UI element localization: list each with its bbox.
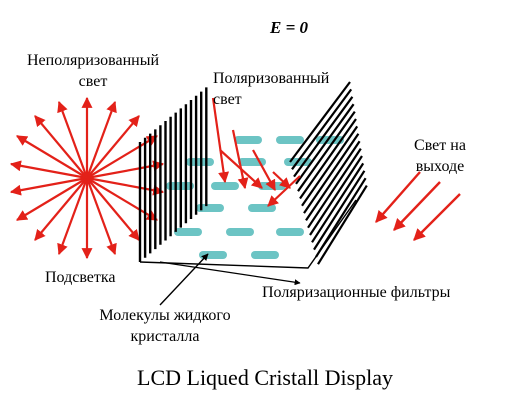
- lc-molecule: [248, 204, 276, 212]
- polarized-light-arrows: [211, 97, 301, 207]
- unpolarized-ray-arrow: [85, 100, 117, 179]
- lc-molecule: [174, 228, 202, 236]
- label-polarized-light: Поляризованный свет: [213, 68, 329, 110]
- unpolarized-ray-arrow: [34, 177, 88, 241]
- lc-molecule: [196, 204, 224, 212]
- output-ray-arrow: [413, 193, 461, 241]
- label-output-line2: выходе: [415, 158, 465, 175]
- polarized-ray-arrow: [211, 97, 230, 184]
- lc-molecule: [226, 228, 254, 236]
- polarizer-line-back: [311, 162, 365, 243]
- unpolarized-ray-arrow: [86, 115, 140, 179]
- label-unpolarized-line2: свет: [78, 73, 108, 90]
- label-unpolarized-light: Неполяризованный свет: [18, 50, 168, 92]
- output-ray-arrow: [393, 181, 441, 231]
- polarizer-line-back: [317, 185, 368, 265]
- caption: LCD Liqued Cristall Display: [137, 365, 394, 390]
- label-backlight: Подсветка: [45, 269, 116, 286]
- unpolarized-ray-arrow: [85, 177, 117, 256]
- title-formula: E = 0: [270, 18, 309, 37]
- polarizer-line-back: [295, 103, 355, 185]
- polarized-ray-arrow: [272, 171, 291, 189]
- unpolarized-ray-arrow: [9, 160, 88, 180]
- polarizer-line-back: [297, 110, 356, 192]
- filter-frame-edge: [139, 199, 357, 269]
- filter-frame: [139, 199, 357, 269]
- unpolarized-ray-arrow: [57, 100, 89, 179]
- unpolarized-light-starburst: [9, 96, 165, 260]
- polarizer-line-back: [299, 118, 357, 200]
- molecule-pointer-arrow: [159, 253, 209, 306]
- label-lc-molecules: Молекулы жидкого кристалла: [80, 305, 250, 347]
- polarizer-filter-back: [289, 81, 368, 265]
- lc-molecule: [234, 136, 262, 144]
- label-molecules-line1: Молекулы жидкого: [99, 307, 231, 324]
- unpolarized-ray-arrow: [16, 135, 88, 179]
- polarized-ray-arrow: [252, 149, 276, 191]
- output-ray-arrow: [375, 171, 421, 223]
- label-output-line1: Свет на: [414, 137, 466, 154]
- unpolarized-ray-arrow: [16, 177, 88, 221]
- unpolarized-ray-arrow: [57, 177, 89, 256]
- polarizer-line-back: [309, 155, 363, 236]
- polarizer-line-back: [313, 170, 366, 251]
- unpolarized-ray-arrow: [34, 115, 88, 179]
- polarizer-filter-front: [138, 87, 208, 262]
- polarized-ray-arrow: [267, 175, 301, 207]
- unpolarized-ray-arrow: [9, 176, 88, 196]
- lc-molecule: [199, 251, 227, 259]
- lc-molecule: [251, 251, 279, 259]
- label-pointer-arrows: [159, 253, 301, 306]
- polarizer-line-back: [289, 81, 351, 163]
- label-output-light: Свет на выходе: [400, 135, 480, 177]
- polarizer-line-back: [301, 125, 359, 207]
- polarizer-line-back: [293, 96, 354, 178]
- polarizer-line-back: [305, 140, 361, 222]
- output-light-arrows: [375, 171, 461, 241]
- polarized-ray-arrow: [219, 149, 263, 189]
- label-polarizing-filters: Поляризационные фильтры: [262, 284, 451, 301]
- polarizer-line-back: [307, 147, 362, 229]
- label-unpolarized-line1: Неполяризованный: [26, 52, 160, 69]
- polarized-ray-arrow: [231, 129, 249, 190]
- lc-molecule: [276, 136, 304, 144]
- label-molecules-line2: кристалла: [130, 328, 200, 345]
- polarizer-line-back: [291, 88, 353, 170]
- lc-molecule: [276, 228, 304, 236]
- unpolarized-ray-arrow: [86, 177, 140, 241]
- label-polarized-line1: Поляризованный: [213, 70, 330, 87]
- lc-molecule: [211, 182, 239, 190]
- filter-pointer-arrow: [159, 261, 301, 286]
- polarizer-line-back: [303, 133, 360, 214]
- label-polarized-line2: свет: [213, 91, 242, 108]
